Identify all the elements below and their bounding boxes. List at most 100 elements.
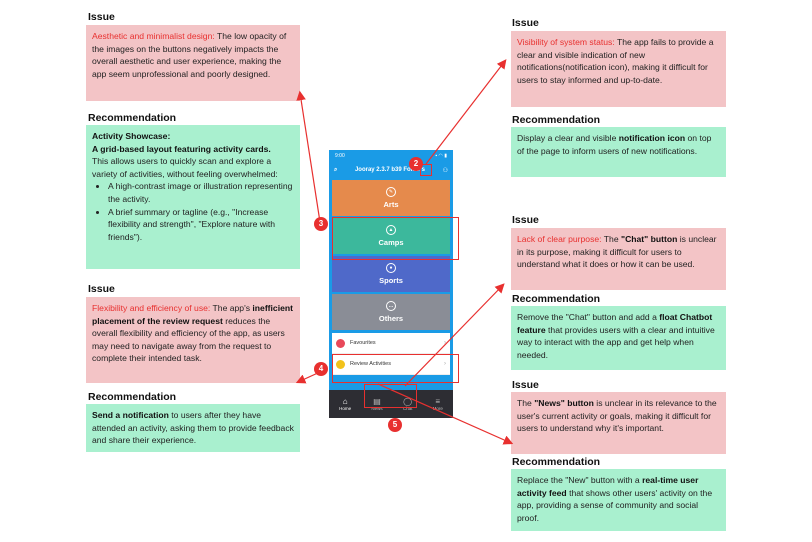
arrow-1 [296, 90, 321, 223]
issue-title: Flexibility and efficiency of use: [92, 303, 211, 313]
arrow-5 [377, 383, 514, 445]
issue-title: Visibility of system status: [517, 37, 615, 47]
issue-header-5: Issue [512, 379, 539, 391]
recommendation-header-3: Recommendation [512, 114, 601, 126]
status-bar: 9:00 ▪ ◠ ▮ [329, 150, 453, 162]
tile-camps[interactable]: ▲ Camps [332, 218, 450, 254]
highlight-camps [332, 217, 459, 260]
recommendation-box-activity-feed: Replace the "New" button with a real-tim… [511, 469, 726, 531]
heart-icon [336, 338, 345, 348]
brush-icon: ✎ [386, 187, 396, 197]
chat-icon: ◯ [403, 397, 413, 406]
recommendation-header-5: Recommendation [512, 456, 601, 468]
rec-bold: Send a notification [92, 410, 169, 420]
issue-box-aesthetic: Aesthetic and minimalist design: The low… [86, 25, 300, 101]
search-icon[interactable]: ⌕ [334, 166, 338, 173]
rec-bullet-2: A brief summary or tagline (e.g., "Incre… [108, 206, 294, 244]
nav-more[interactable]: ≡More [433, 397, 443, 411]
tile-label: Sports [379, 276, 403, 285]
issue-text: is unclear in its purpose, making it dif… [517, 234, 717, 270]
rec-text: Replace the "New" button with a [517, 475, 643, 485]
app-bar: ⌕ Jooray 2.3.7 b39 Folders ⚇ [329, 162, 453, 178]
list-item-favourites[interactable]: Favourites › [332, 333, 450, 354]
nav-label: Chat [402, 406, 413, 411]
rec-bold: real-time user activity feed [517, 475, 699, 498]
tent-icon: ▲ [386, 225, 396, 235]
tile-label: Others [378, 314, 404, 323]
more-icon: ≡ [435, 397, 441, 406]
issue-text: The [517, 398, 535, 408]
issue-bold: inefficient placement of the review requ… [92, 303, 293, 326]
list-item-label: Favourites [350, 340, 376, 346]
issue-text: The app's [210, 303, 253, 313]
home-icon: ⌂ [342, 397, 348, 406]
rec-text: Remove the "Chat" button and add a [517, 312, 660, 322]
tile-arts[interactable]: ✎ Arts [332, 180, 450, 216]
recommendation-box-notification-icon: Display a clear and visible notification… [511, 127, 726, 177]
issue-box-news: The "News" button is unclear in its rele… [511, 392, 726, 454]
issue-box-visibility: Visibility of system status: The app fai… [511, 31, 726, 107]
highlight-notification [420, 164, 432, 176]
rec-text: Display a clear and visible [517, 133, 619, 143]
arrow-2 [425, 59, 507, 165]
issue-bold: "Chat" button [621, 234, 678, 244]
rec-text: to users after they have attended an act… [92, 410, 294, 446]
rec-line1: Activity Showcase: [92, 131, 171, 141]
ball-icon: ● [386, 263, 396, 273]
issue-title: Lack of clear purpose: [517, 234, 602, 244]
tile-sports[interactable]: ● Sports [332, 256, 450, 292]
recommendation-box-activity-showcase: Activity Showcase: A grid-based layout f… [86, 125, 300, 269]
badge-5: 5 [388, 418, 402, 432]
recommendation-header-2: Recommendation [88, 391, 177, 403]
rec-bold: float Chatbot feature [517, 312, 713, 335]
arrow-4 [404, 283, 505, 387]
issue-header-2: Issue [88, 283, 115, 295]
nav-label: Home [339, 406, 352, 411]
tile-label: Camps [378, 238, 404, 247]
rec-line2: A grid-based layout featuring activity c… [92, 143, 271, 154]
rec-text: that shows other users' activity on the … [517, 487, 713, 523]
issue-bold: "News" button [534, 398, 594, 408]
status-icons: ▪ ◠ ▮ [435, 153, 447, 159]
issue-body: The app fails to provide a clear and vis… [517, 37, 714, 85]
recommendation-box-chatbot: Remove the "Chat" button and add a float… [511, 306, 726, 370]
tile-label: Arts [383, 200, 399, 209]
nav-chat[interactable]: ◯Chat [403, 397, 413, 411]
issue-box-chat: Lack of clear purpose: The "Chat" button… [511, 228, 726, 290]
bottom-nav: ⌂Home ▤News ◯Chat ≡More [329, 390, 453, 418]
badge-4: 4 [314, 362, 328, 376]
nav-label: More [432, 406, 443, 411]
issue-box-flexibility: Flexibility and efficiency of use: The a… [86, 297, 300, 383]
badge-3: 3 [314, 217, 328, 231]
star-icon [336, 359, 345, 369]
rec-bold: notification icon [618, 133, 686, 143]
more-icon: … [386, 301, 396, 311]
list-item-label: Review Activities [350, 361, 391, 367]
highlight-review [332, 354, 459, 383]
issue-text: reduces the overall flexibility and effi… [92, 315, 285, 364]
issue-header-1: Issue [88, 11, 115, 23]
nav-home[interactable]: ⌂Home [339, 397, 351, 411]
recommendation-header-4: Recommendation [512, 293, 601, 305]
rec-text: that provides users with a clear and int… [517, 324, 715, 360]
profile-icon[interactable]: ⚇ [442, 167, 448, 174]
chevron-right-icon: › [444, 340, 446, 346]
issue-body: The low opacity of the images on the but… [92, 31, 287, 79]
rec-body: This allows users to quickly scan and ex… [92, 156, 278, 179]
chevron-right-icon: › [444, 361, 446, 367]
issue-header-4: Issue [512, 214, 539, 226]
rec-text: on top of the page to inform users of ne… [517, 133, 712, 156]
issue-text: The [601, 234, 621, 244]
recommendation-box-notification: Send a notification to users after they … [86, 404, 300, 452]
issue-header-3: Issue [512, 17, 539, 29]
badge-2: 2 [409, 157, 423, 171]
issue-title: Aesthetic and minimalist design: [92, 31, 215, 41]
news-icon: ▤ [373, 397, 381, 406]
nav-news[interactable]: ▤News [371, 397, 382, 411]
phone-screenshot: 9:00 ▪ ◠ ▮ ⌕ Jooray 2.3.7 b39 Folders ⚇ … [329, 150, 453, 418]
tile-others[interactable]: … Others [332, 294, 450, 330]
highlight-nav [364, 384, 417, 408]
list-item-review-activities[interactable]: Review Activities › [332, 354, 450, 375]
status-time: 9:00 [335, 153, 345, 159]
